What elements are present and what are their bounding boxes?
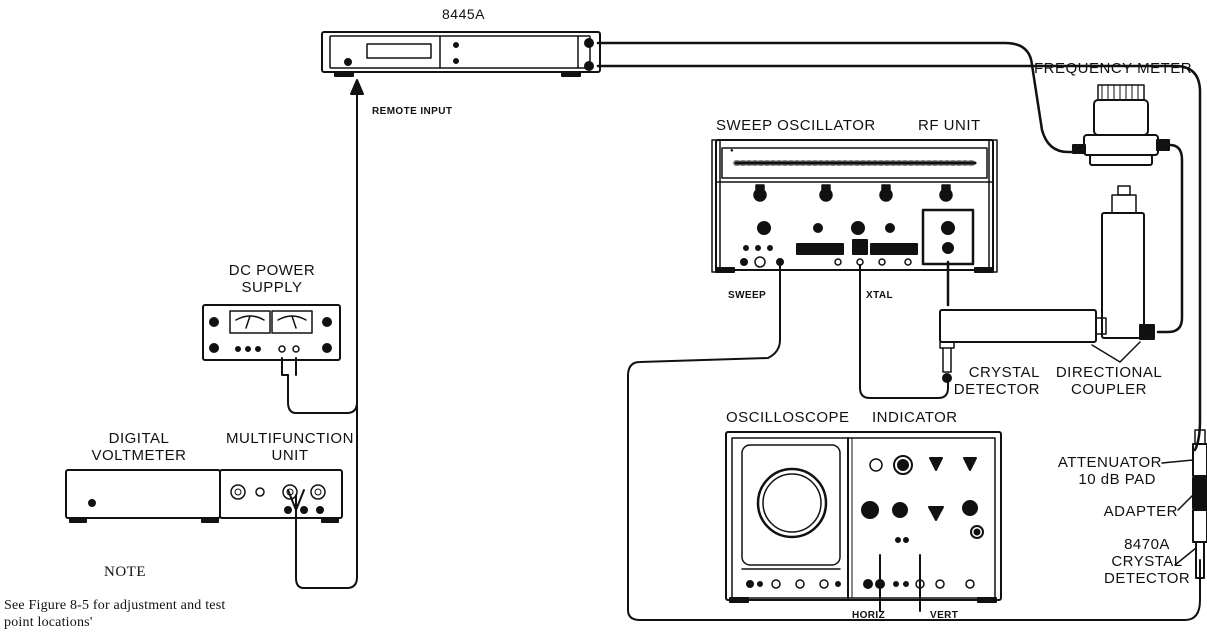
- label-adapter: ADAPTER: [1103, 503, 1178, 520]
- label-dc-power-line2: SUPPLY: [241, 279, 303, 296]
- label-directional-coupler: DIRECTIONAL COUPLER: [1044, 364, 1174, 398]
- instrument-8445a: [321, 31, 601, 77]
- directional-coupler: [1101, 185, 1155, 340]
- label-horiz: HORIZ: [852, 610, 886, 621]
- note-title: NOTE: [104, 564, 146, 580]
- label-attenuator: ATTENUATOR 10 dB PAD: [1040, 454, 1162, 488]
- label-xtal: XTAL: [866, 290, 893, 301]
- digital-voltmeter: [65, 469, 221, 523]
- label-8470a-line1: 8470A: [1124, 536, 1170, 553]
- remote-input-cable: [287, 87, 358, 414]
- label-crystal-line2: DETECTOR: [953, 381, 1040, 398]
- label-remote-input: REMOTE INPUT: [372, 106, 453, 117]
- label-directional-line1: DIRECTIONAL: [1055, 364, 1163, 381]
- multifunction-unit: [201, 469, 343, 523]
- label-frequency-meter: FREQUENCY METER: [1034, 60, 1193, 77]
- label-rf-unit: RF UNIT: [918, 117, 981, 134]
- label-crystal-line1: CRYSTAL: [968, 364, 1040, 381]
- label-indicator: INDICATOR: [872, 409, 958, 426]
- label-dc-power-line1: DC POWER: [228, 262, 316, 279]
- sweep-oscillator: ●: [711, 139, 998, 273]
- note-body: See Figure 8-5 for adjustment and test p…: [4, 598, 226, 630]
- label-8445a: 8445A: [442, 6, 485, 22]
- cables: [281, 41, 1202, 621]
- rf-cable-lower-main: [596, 64, 1202, 452]
- rf-cable-upper: [596, 41, 1084, 154]
- label-attenuator-line2: 10 dB PAD: [1078, 471, 1156, 488]
- label-oscilloscope: OSCILLOSCOPE: [726, 409, 850, 426]
- label-multifunction-line2: UNIT: [271, 447, 309, 464]
- svg-text:●: ●: [730, 148, 734, 154]
- label-digital-line1: DIGITAL: [108, 430, 170, 447]
- label-digital-line2: VOLTMETER: [91, 447, 187, 464]
- dc-supply-cable-a: [281, 357, 289, 376]
- remote-input-arrow: [350, 79, 364, 113]
- mfu-cable: [287, 489, 305, 511]
- label-8470a-line2: CRYSTAL: [1111, 553, 1183, 570]
- frequency-meter: [1072, 84, 1170, 166]
- label-digital-voltmeter: DIGITAL VOLTMETER: [84, 430, 194, 464]
- label-directional-line2: COUPLER: [1070, 381, 1148, 398]
- xtal-cable: [859, 264, 949, 399]
- label-sweep-oscillator: SWEEP OSCILLATOR: [716, 117, 876, 134]
- knob-row: [753, 184, 953, 202]
- label-attenuator-line1: ATTENUATOR: [1057, 454, 1162, 471]
- label-vert: VERT: [930, 610, 959, 621]
- freq-meter-to-coupler: [1156, 143, 1184, 334]
- label-multifunction-line1: MULTIFUNCTION: [226, 430, 354, 447]
- label-8470a-crystal-detector: 8470A CRYSTAL DETECTOR: [1104, 536, 1190, 587]
- label-dc-power-supply: DC POWER SUPPLY: [212, 262, 332, 296]
- crystal-detector-body: [939, 309, 1107, 383]
- oscilloscope-indicator: [725, 431, 1002, 603]
- dc-power-supply: [202, 304, 341, 361]
- label-sweep: SWEEP: [728, 290, 767, 301]
- label-8470a-line3: DETECTOR: [1104, 570, 1191, 587]
- label-crystal-detector: CRYSTAL DETECTOR: [952, 364, 1040, 398]
- attenuator-chain: [1192, 429, 1207, 579]
- sweep-cable: [627, 264, 1201, 621]
- remote-input-branch: [295, 519, 358, 589]
- label-multifunction-unit: MULTIFUNCTION UNIT: [212, 430, 368, 464]
